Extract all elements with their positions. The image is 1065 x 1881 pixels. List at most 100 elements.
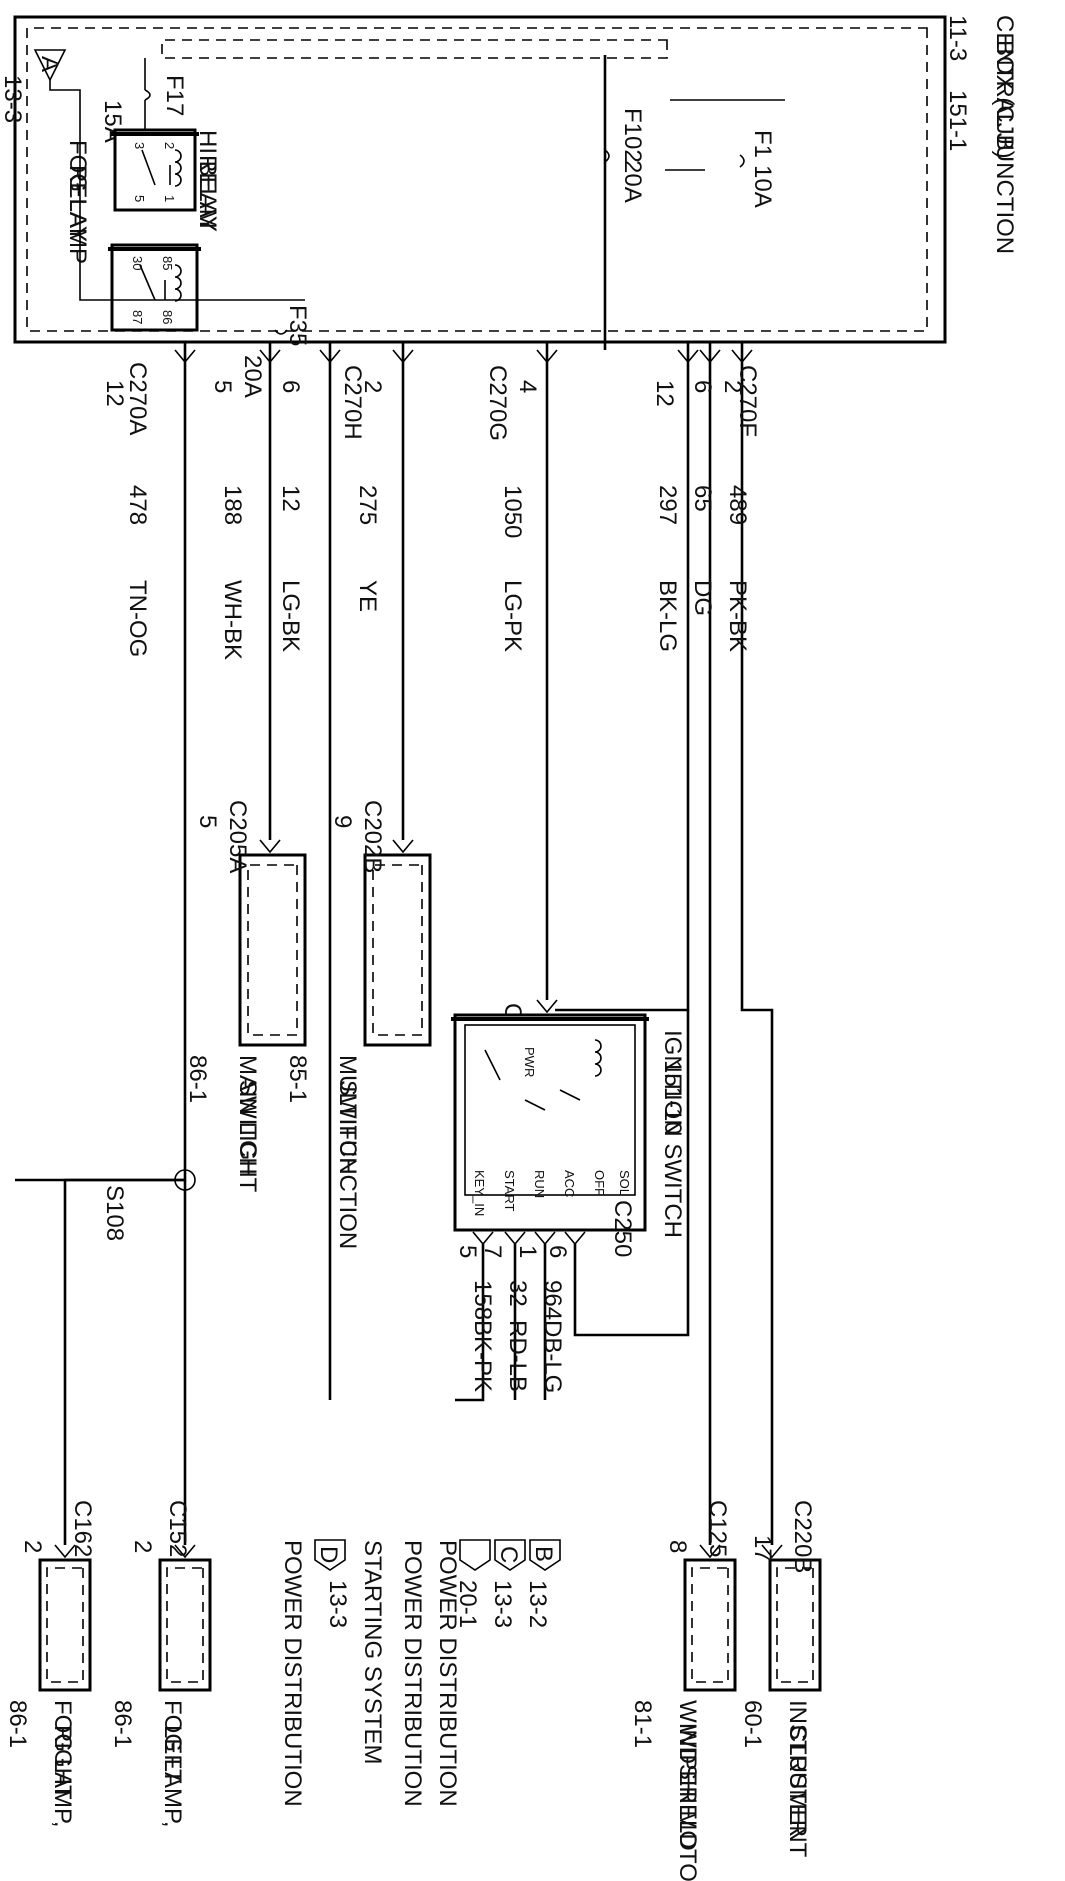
wire-188-circuit: 188 [219,485,246,525]
c220b-arrow [761,1544,783,1559]
f35-rating: 20A [239,355,266,398]
ign-out-pin-7: 7 [479,1245,506,1258]
ref-c-number: 13-3 [489,1580,516,1628]
wire-478-color: TN-OG [124,580,151,657]
ign-wire-158-color: BK-PK [469,1320,496,1392]
wire-297-pin: 12 [651,380,678,407]
wire-297 [555,342,690,1012]
wire-1050-circuit: 1050 [499,485,526,538]
wire-275-circuit: 275 [354,485,381,525]
ign-wire-297-return [573,1010,690,1337]
c202b-label: C202B [359,800,386,873]
f17-wire [144,58,157,131]
wire-65-circuit: 65 [689,485,716,512]
cjb-ref-a: 11-3 [944,15,971,61]
ign-wire-158 [455,1244,485,1402]
wiper-label-1: WINDSHIELD [674,1700,701,1851]
wire-188-pin: 5 [209,380,236,393]
wire-1050-pin: 4 [514,380,541,393]
cjb-title-line2: BOX (CJB) [991,40,1018,159]
c202b-arrow [392,839,414,854]
c250-in-arrow [536,999,558,1014]
f102-fuse-symbol [604,149,610,163]
c205a-arrow [259,839,281,854]
wire-489-color: PK-BK [724,580,751,652]
ignition-title: IGNITION SWITCH [659,1030,686,1238]
cluster-pin: 17 [749,1535,776,1562]
c250-out-arrows [472,1231,586,1246]
ign-wire-32-color: RD-LB [504,1320,531,1392]
fog-relay-pin-3: 3 [132,142,147,149]
ref-c-label: POWER DISTRIBUTION [399,1540,426,1807]
ref-d-letter: D [315,1546,342,1563]
ground-ref-number: 13-3 [0,75,26,123]
wire-12-pin: 6 [277,380,304,393]
fog-relay-pin-2: 2 [162,142,177,149]
f17-fuse-symbol [144,89,151,101]
wiper-pin: 8 [664,1540,691,1553]
f1-name: F1 [749,130,776,158]
wiper-ref: 81-1 [629,1700,656,1748]
ref-d-label: POWER DISTRIBUTION [279,1540,306,1807]
hi-relay-contacts [139,264,182,302]
ign-wire-964-color: DB-LG [539,1320,566,1393]
cluster-ref: 60-1 [739,1700,766,1748]
wire-489 [740,342,774,1545]
c270-arrows [174,349,753,364]
fog-relay-contacts [141,149,182,187]
fog-left-label-2: LEFT [159,1725,186,1784]
wire-489-pin: 2 [719,380,746,393]
ign-wire-32-circuit: 32 [504,1280,531,1307]
c152-arrow [174,1544,196,1559]
wire-275-color: YE [354,580,381,612]
ground-ref-wire [49,80,305,301]
fog-left-label-1: FOG LAMP, [159,1700,186,1828]
multifunction-label-1: MULTIFUNCTION [334,1055,361,1249]
ignition-pos-start: START [502,1170,517,1211]
ignition-ref: 151-10 [659,1060,686,1135]
main-light-label-2: SWITCH [234,1080,261,1175]
multifunction-label-2: SWITCH [334,1080,361,1175]
f1-rating: 10A [749,165,776,208]
ignition-switch-contacts [484,1039,602,1111]
wire-297-circuit: 297 [654,485,681,525]
c125-arrow [699,1544,721,1559]
ground-ref-triangle [33,49,67,82]
hi-relay-pin-30: 30 [130,256,145,270]
cjb-outer-box [13,15,947,344]
multifunction-ref: 85-1 [284,1055,311,1103]
hi-relay-label-2: RELAY [194,155,221,232]
instrument-cluster-inner [776,1567,814,1683]
fog-lamp-right-inner [46,1567,84,1683]
cjb-bus-bar [161,39,668,59]
ignition-pos-run: RUN [532,1170,547,1198]
fog-relay-pin-5: 5 [132,195,147,202]
f35-name: F35 [284,305,311,346]
main-light-ref: 86-1 [184,1055,211,1103]
c205a-label: C205A [224,800,251,873]
fog-lamp-left-inner [166,1567,204,1683]
multifunction-switch-inner [372,864,423,1036]
wiper-motor-box [683,1558,737,1692]
bottom-ref-symbols [314,1539,561,1571]
fog-relay-label-2: RELAY [64,165,91,242]
fog-right-pin: 2 [19,1540,46,1553]
wire-478 [15,342,187,1182]
ref-starting-number: 20-1 [454,1580,481,1628]
c270g-label: C270G [484,365,511,441]
wire-275-pin: 2 [359,380,386,393]
fog-lamp-relay-box [113,128,197,212]
fog-left-ref: 86-1 [109,1700,136,1748]
c125-label: C125 [704,1500,731,1557]
wire-1050-color: LG-PK [499,580,526,652]
wire-297-color: BK-LG [654,580,681,652]
multifunction-switch-box [363,853,432,1047]
fog-right-label-2: RIGHT [49,1725,76,1800]
ignition-pwr: PWR [522,1047,537,1077]
main-light-switch-box [238,853,307,1047]
wire-188-color: WH-BK [219,580,246,660]
ref-b-number: 13-2 [524,1580,551,1628]
wire-12-color: LG-BK [277,580,304,652]
